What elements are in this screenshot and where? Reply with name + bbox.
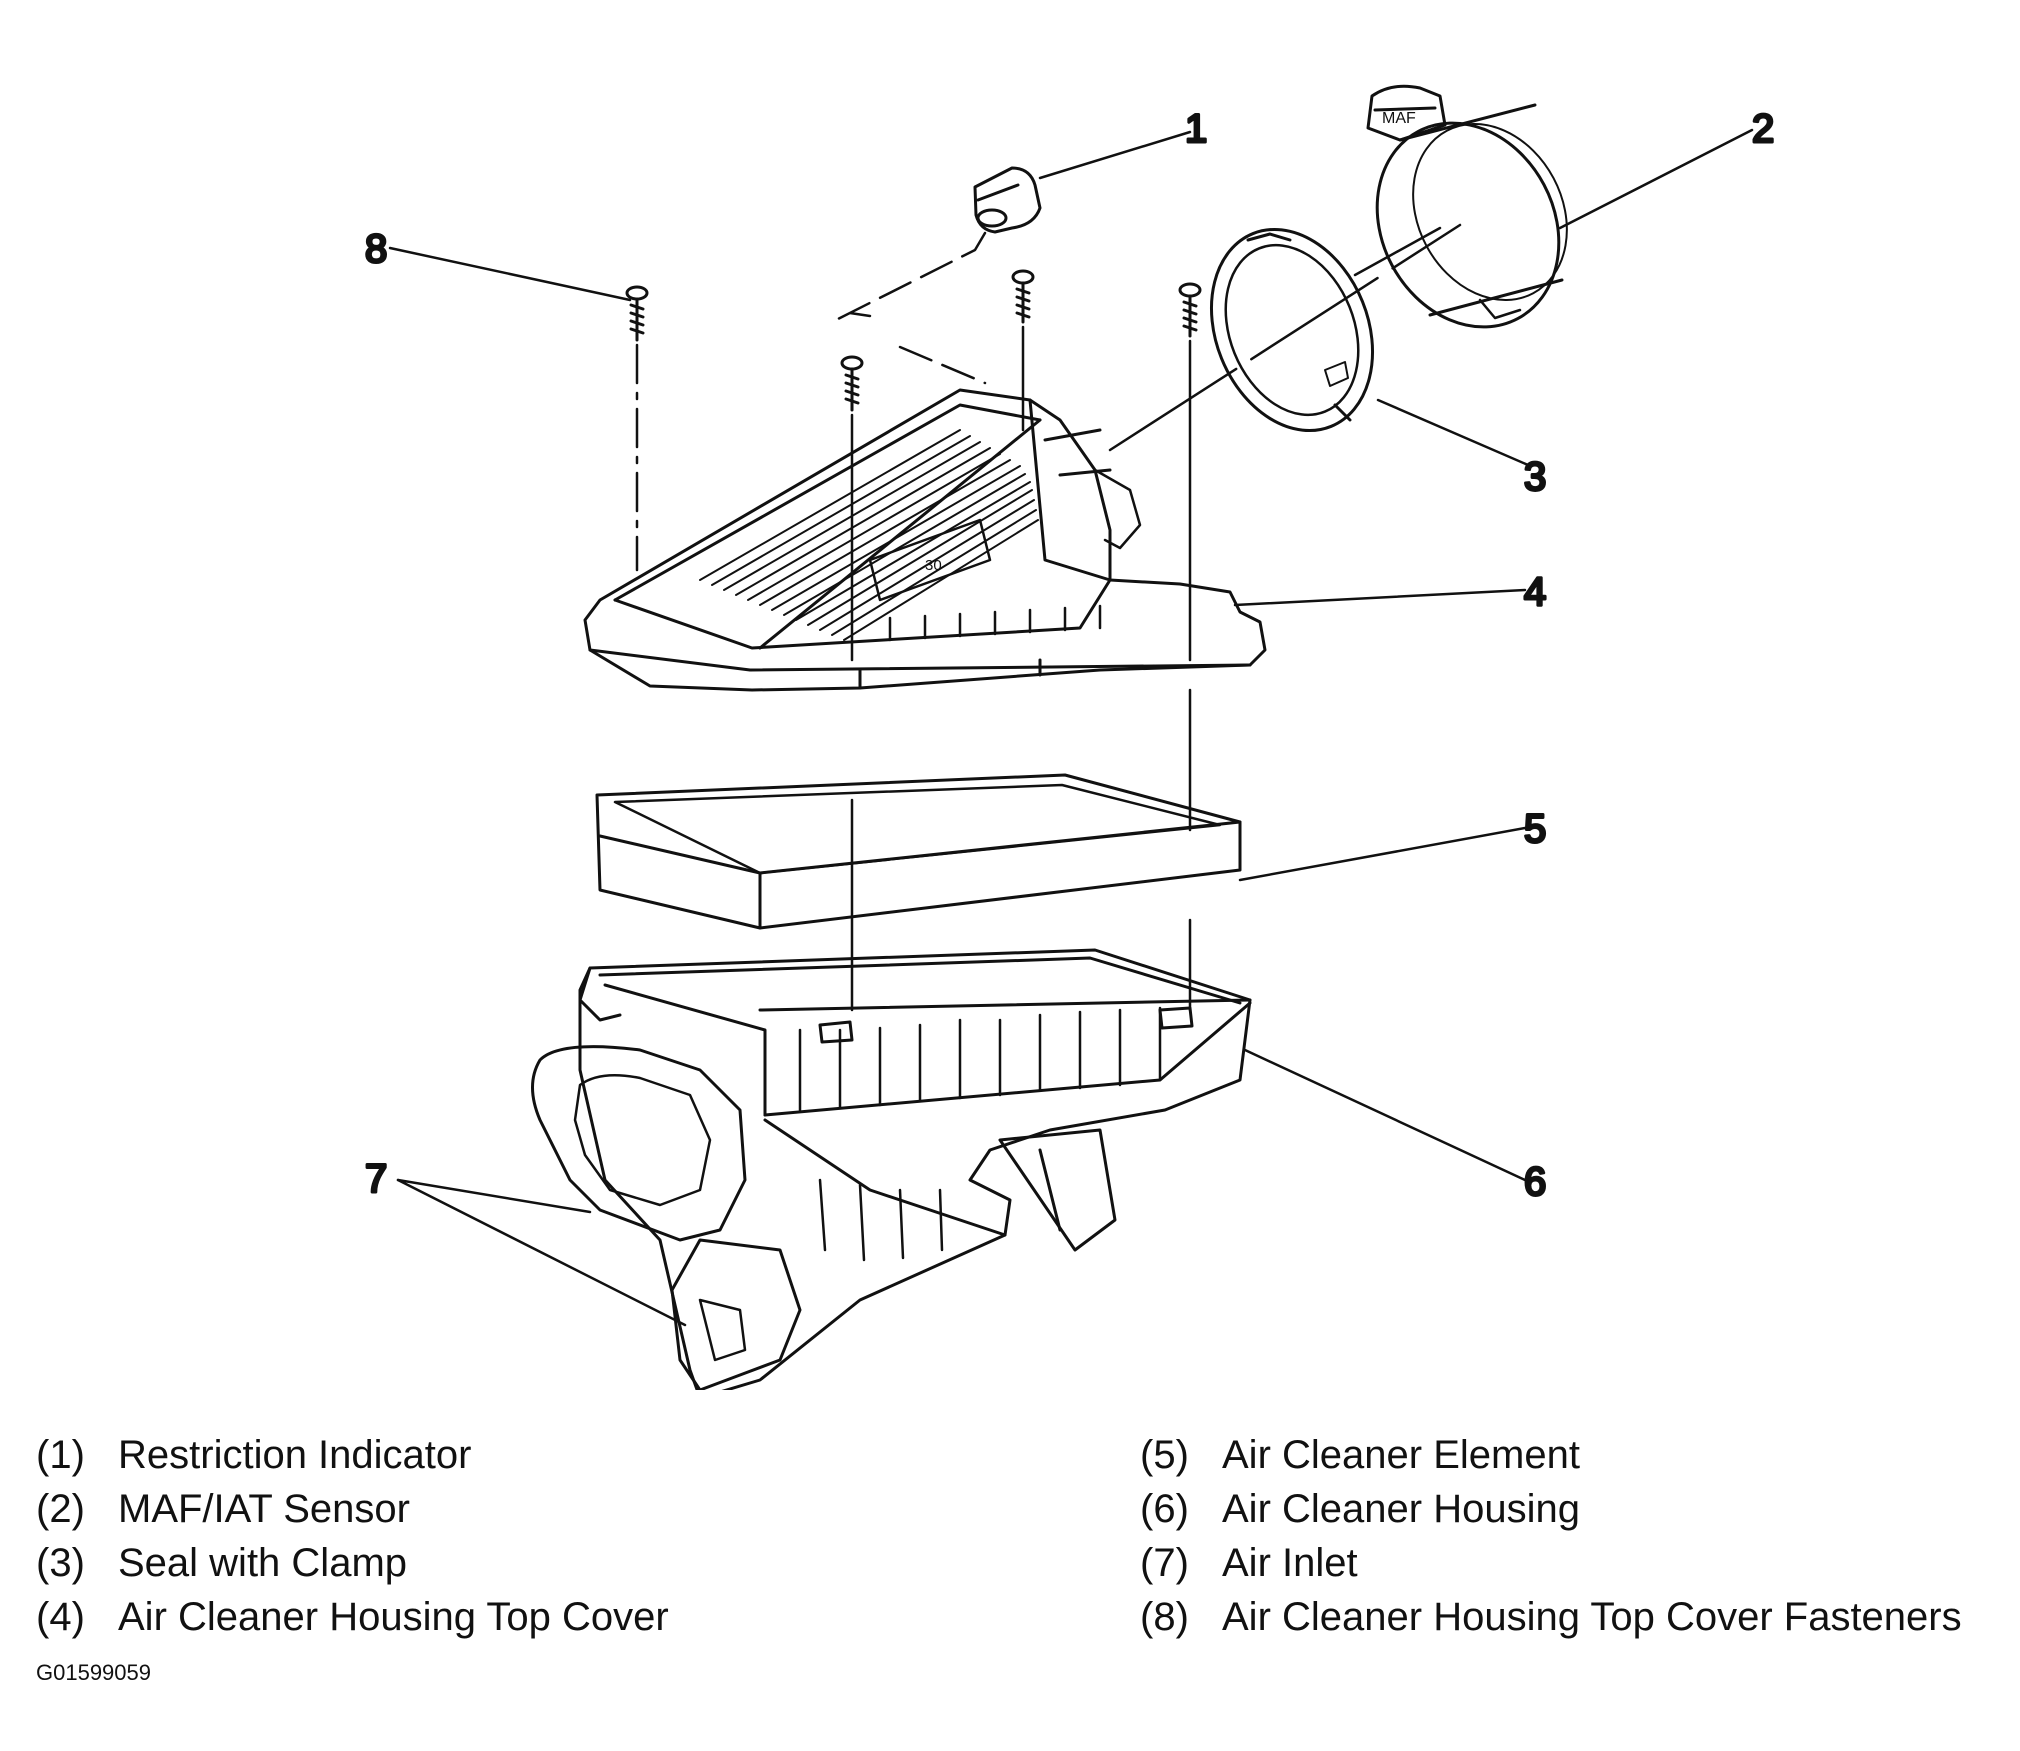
legend-number: (4) bbox=[36, 1595, 85, 1639]
callout-1: 1 bbox=[1185, 107, 1207, 151]
legend-item-1: (1) Restriction Indicator bbox=[36, 1428, 669, 1482]
air-cleaner-housing-top-cover: 30 bbox=[583, 388, 1267, 692]
legend-number: (6) bbox=[1140, 1487, 1189, 1531]
fastener-3 bbox=[1011, 269, 1035, 432]
legend-label: Restriction Indicator bbox=[118, 1433, 472, 1477]
seal-with-clamp bbox=[1209, 226, 1442, 433]
legend-item-5: (5) Air Cleaner Element bbox=[1140, 1428, 1962, 1482]
callout-7: 7 bbox=[365, 1157, 387, 1201]
svg-text:MAF: MAF bbox=[1382, 110, 1416, 127]
callout-6: 6 bbox=[1524, 1160, 1546, 1204]
legend-label: Air Inlet bbox=[1222, 1541, 1358, 1585]
legend-label: MAF/IAT Sensor bbox=[118, 1487, 410, 1531]
callout-3: 3 bbox=[1524, 455, 1546, 499]
legend-number: (7) bbox=[1140, 1541, 1189, 1585]
legend-number: (8) bbox=[1140, 1595, 1189, 1639]
callout-8: 8 bbox=[365, 227, 387, 271]
fastener-4 bbox=[1178, 282, 1202, 1012]
legend-number: (2) bbox=[36, 1487, 85, 1531]
callout-4: 4 bbox=[1524, 570, 1546, 614]
legend-number: (1) bbox=[36, 1433, 85, 1477]
air-inlet bbox=[531, 1045, 802, 1390]
legend-item-6: (6) Air Cleaner Housing bbox=[1140, 1482, 1962, 1536]
callout-2: 2 bbox=[1752, 107, 1774, 151]
exploded-view-diagram: MAF 30 bbox=[364, 84, 1776, 1390]
duct-centerline bbox=[1108, 223, 1462, 452]
leader-lines bbox=[388, 128, 1754, 1327]
legend-label: Air Cleaner Housing bbox=[1222, 1487, 1580, 1531]
legend-number: (3) bbox=[36, 1541, 85, 1585]
legend-label: Air Cleaner Housing Top Cover bbox=[118, 1595, 669, 1639]
top-cover-fasteners bbox=[625, 269, 1202, 1012]
maf-iat-sensor: MAF bbox=[1366, 84, 1568, 329]
air-cleaner-element bbox=[595, 773, 1242, 930]
legend-number: (5) bbox=[1140, 1433, 1189, 1477]
legend-item-3: (3) Seal with Clamp bbox=[36, 1536, 669, 1590]
legend-right-column: (5) Air Cleaner Element (6) Air Cleaner … bbox=[1140, 1428, 1962, 1644]
legend-left-column: (1) Restriction Indicator (2) MAF/IAT Se… bbox=[36, 1428, 669, 1644]
legend-label: Air Cleaner Housing Top Cover Fasteners bbox=[1222, 1595, 1962, 1639]
fastener-2 bbox=[840, 355, 864, 1012]
figure-id: G01599059 bbox=[36, 1660, 151, 1685]
legend-item-2: (2) MAF/IAT Sensor bbox=[36, 1482, 669, 1536]
legend-item-4: (4) Air Cleaner Housing Top Cover bbox=[36, 1590, 669, 1644]
legend-item-7: (7) Air Inlet bbox=[1140, 1536, 1962, 1590]
restriction-indicator bbox=[828, 166, 1042, 385]
callout-5: 5 bbox=[1524, 807, 1546, 851]
legend-label: Air Cleaner Element bbox=[1222, 1433, 1580, 1477]
fastener-1 bbox=[625, 285, 649, 572]
legend-item-8: (8) Air Cleaner Housing Top Cover Fasten… bbox=[1140, 1590, 1962, 1644]
callout-labels: 1 2 3 4 5 6 7 8 bbox=[364, 106, 1776, 1206]
air-cleaner-housing bbox=[578, 948, 1252, 1390]
legend-label: Seal with Clamp bbox=[118, 1541, 408, 1585]
